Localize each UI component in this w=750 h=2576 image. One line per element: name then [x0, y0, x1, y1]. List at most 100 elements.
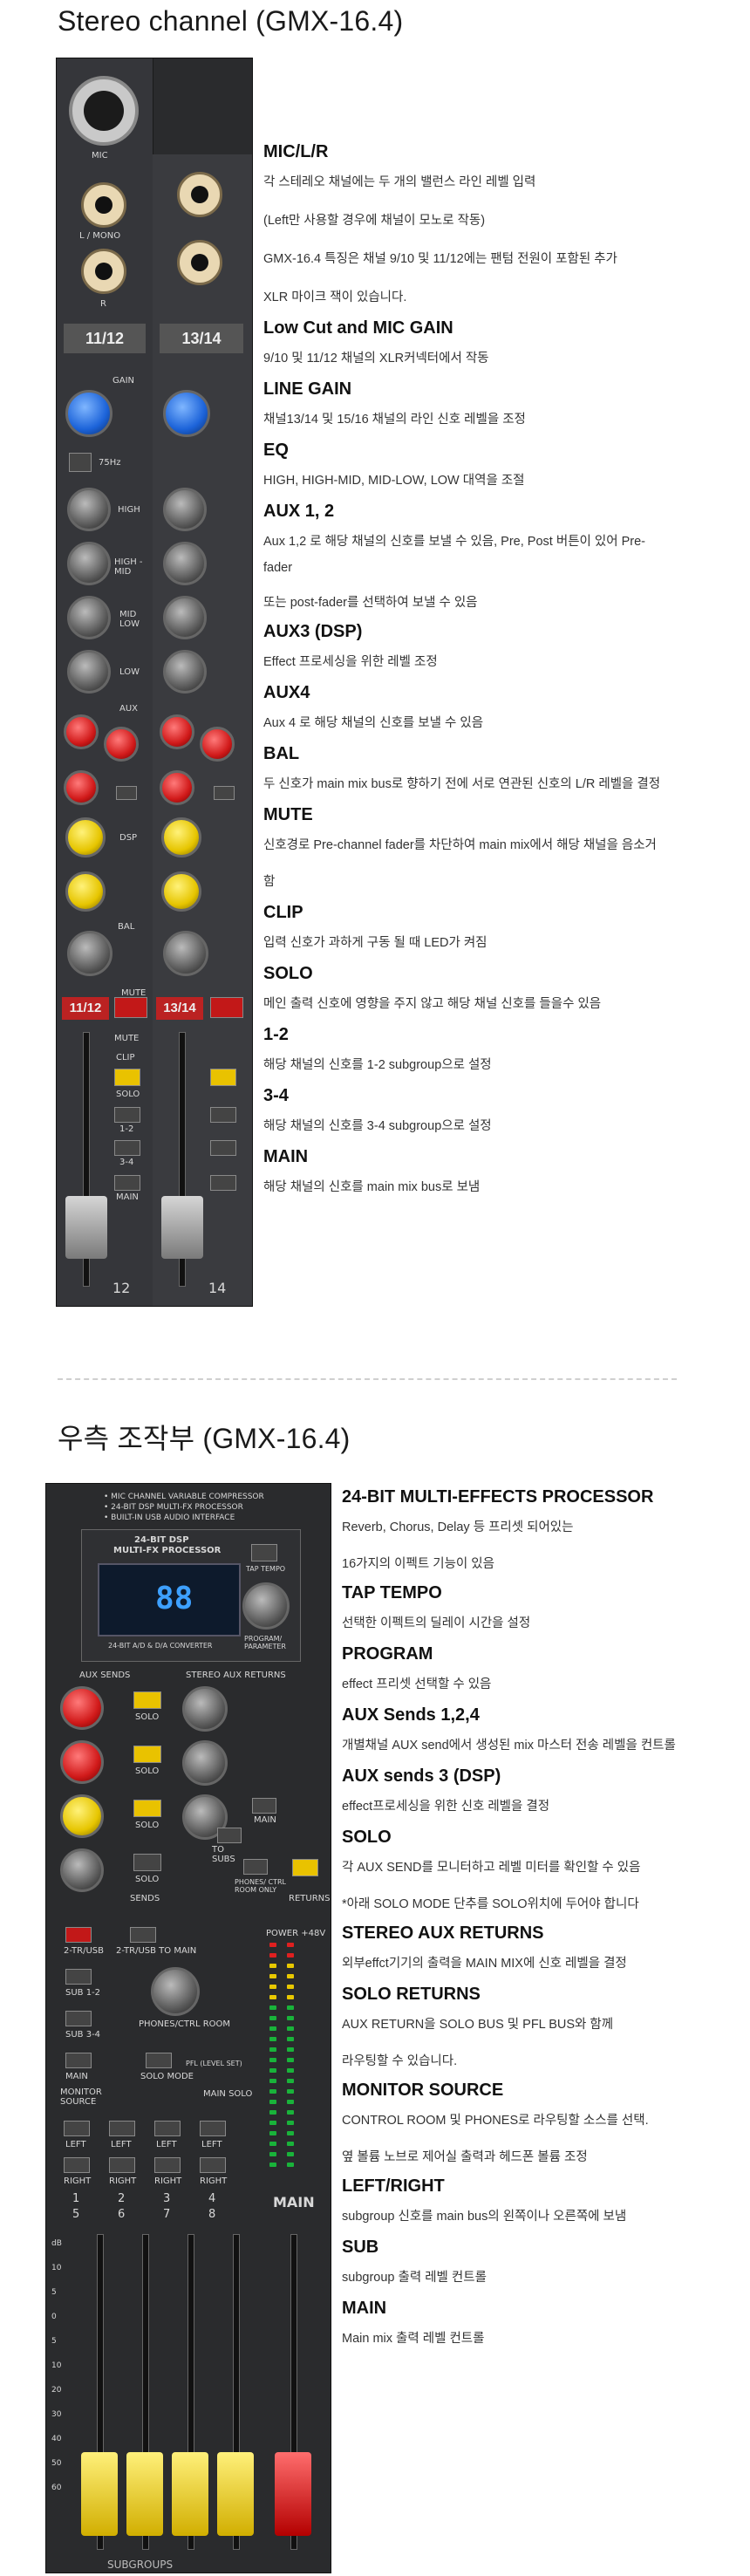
group-12-button-ch2[interactable] — [210, 1107, 236, 1123]
power-label: POWER +48V — [266, 1929, 326, 1938]
aux-return-2-knob[interactable] — [182, 1740, 228, 1786]
left-label: LEFT — [65, 2140, 86, 2149]
group-34-button-ch1[interactable] — [114, 1140, 140, 1156]
right-assign-button[interactable] — [154, 2157, 181, 2173]
gain-knob-ch1[interactable] — [65, 390, 112, 437]
item-heading-mute: MUTE — [263, 805, 313, 824]
subgroup-number: 4 — [208, 2192, 216, 2205]
sub-fader-cap[interactable] — [81, 2452, 118, 2536]
aux-pre-knob-ch2[interactable] — [160, 770, 194, 805]
mute-button-ch2[interactable] — [210, 997, 243, 1018]
eq-low-knob-ch1[interactable] — [67, 650, 111, 694]
fader-scale-mark: 5 — [51, 2337, 57, 2346]
meter-led — [269, 2163, 276, 2167]
channel-number-11-12-bottom: 11/12 — [62, 997, 109, 1020]
left-assign-button[interactable] — [64, 2121, 90, 2136]
low-cut-button[interactable] — [69, 453, 92, 472]
pre-post-button-ch2[interactable] — [214, 786, 235, 800]
left-assign-button[interactable] — [109, 2121, 135, 2136]
aux1-knob-ch1[interactable] — [64, 714, 99, 749]
sub34-label: SUB 3-4 — [65, 2030, 101, 2040]
aux-return-1-knob[interactable] — [182, 1686, 228, 1732]
bal-knob-ch1[interactable] — [67, 931, 112, 976]
aux4-knob-ch2[interactable] — [161, 871, 201, 912]
meter-led — [287, 2131, 294, 2135]
dsp-knob-ch1[interactable] — [65, 817, 106, 858]
sub34-button[interactable] — [65, 2011, 92, 2026]
aux-send-2-knob[interactable] — [60, 1740, 104, 1784]
sub-fader-cap[interactable] — [172, 2452, 208, 2536]
eq-high-knob-ch2[interactable] — [163, 488, 207, 531]
mute-button-ch1[interactable] — [114, 997, 147, 1018]
dsp-knob-ch2[interactable] — [161, 817, 201, 858]
bal-knob-ch2[interactable] — [163, 931, 208, 976]
right-label: RIGHT — [64, 2176, 92, 2186]
solo-button-ch1[interactable] — [114, 1069, 140, 1086]
solo-mode-button[interactable] — [146, 2053, 172, 2068]
main-label: MAIN — [116, 1192, 139, 1202]
item-heading-main: MAIN — [263, 1147, 309, 1166]
main-fader-cap[interactable] — [275, 2452, 311, 2536]
item-text: 또는 post-fader를 선택하여 보낼 수 있음 — [263, 596, 478, 610]
program-knob[interactable] — [242, 1582, 290, 1630]
bal-label: BAL — [118, 922, 135, 932]
fader-cap-ch1[interactable] — [65, 1196, 107, 1259]
return-main-button[interactable] — [252, 1798, 276, 1814]
group-34-button-ch2[interactable] — [210, 1140, 236, 1156]
aux-send-1-solo[interactable] — [133, 1691, 161, 1709]
phones-ctrl-room-only-button[interactable] — [243, 1859, 268, 1875]
aux-send-2-solo[interactable] — [133, 1746, 161, 1763]
stereo-aux-returns-label: STEREO AUX RETURNS — [186, 1671, 286, 1680]
eq-mid-low-knob-ch2[interactable] — [163, 596, 207, 639]
item-text: Main mix 출력 레벨 컨트롤 — [342, 2332, 485, 2346]
mute-label-top: MUTE — [121, 988, 147, 998]
sub12-button[interactable] — [65, 1969, 92, 1985]
right-label: RIGHT — [109, 2176, 137, 2186]
left-assign-button[interactable] — [200, 2121, 226, 2136]
eq-high-mid-knob-ch1[interactable] — [67, 542, 111, 585]
main-button-ch2[interactable] — [210, 1175, 236, 1191]
pre-post-button-ch1[interactable] — [116, 786, 137, 800]
eq-high-knob-ch1[interactable] — [67, 488, 111, 531]
group-12-button-ch1[interactable] — [114, 1107, 140, 1123]
left-assign-button[interactable] — [154, 2121, 181, 2136]
program-label: PROGRAM/ PARAMETER — [244, 1635, 286, 1650]
2tr-usb-to-main-button[interactable] — [130, 1927, 156, 1943]
returns-solo-button[interactable] — [292, 1859, 318, 1876]
eq-high-mid-knob-ch2[interactable] — [163, 542, 207, 585]
aux-send-4-knob[interactable] — [60, 1848, 104, 1892]
phones-ctrl-room-knob[interactable] — [151, 1967, 200, 2016]
tap-tempo-button[interactable] — [251, 1544, 277, 1561]
solo-label-4: SOLO — [135, 1875, 160, 1884]
fader-scale-mark: 50 — [51, 2459, 62, 2468]
2tr-usb-button[interactable] — [65, 1927, 92, 1943]
aux1-knob-ch2[interactable] — [160, 714, 194, 749]
sub-fader-cap[interactable] — [217, 2452, 254, 2536]
solo-button-ch2[interactable] — [210, 1069, 236, 1086]
meter-led — [287, 2110, 294, 2115]
to-subs-button[interactable] — [217, 1828, 242, 1843]
aux-pre-knob-ch1[interactable] — [64, 770, 99, 805]
sub-fader-cap[interactable] — [126, 2452, 163, 2536]
r-jack-ch2 — [177, 240, 222, 285]
right-assign-button[interactable] — [64, 2157, 90, 2173]
subgroup-number-alt: 6 — [118, 2208, 126, 2221]
aux2-knob-ch2[interactable] — [200, 727, 235, 762]
aux4-knob-ch1[interactable] — [65, 871, 106, 912]
aux-send-1-knob[interactable] — [60, 1686, 104, 1730]
meter-led — [287, 2005, 294, 2010]
main-source-button[interactable] — [65, 2053, 92, 2068]
item-text: 개별채널 AUX send에서 생성된 mix 마스터 전송 레벨을 컨트롤 — [342, 1739, 676, 1753]
aux2-knob-ch1[interactable] — [104, 727, 139, 762]
right-assign-button[interactable] — [200, 2157, 226, 2173]
aux-send-3-solo[interactable] — [133, 1800, 161, 1817]
aux-send-3-knob[interactable] — [60, 1794, 104, 1838]
aux-send-4-solo[interactable] — [133, 1854, 161, 1871]
meter-led — [269, 2079, 276, 2083]
right-assign-button[interactable] — [109, 2157, 135, 2173]
gain-knob-ch2[interactable] — [163, 390, 210, 437]
eq-mid-low-knob-ch1[interactable] — [67, 596, 111, 639]
eq-low-knob-ch2[interactable] — [163, 650, 207, 694]
fader-cap-ch2[interactable] — [161, 1196, 203, 1259]
main-button-ch1[interactable] — [114, 1175, 140, 1191]
